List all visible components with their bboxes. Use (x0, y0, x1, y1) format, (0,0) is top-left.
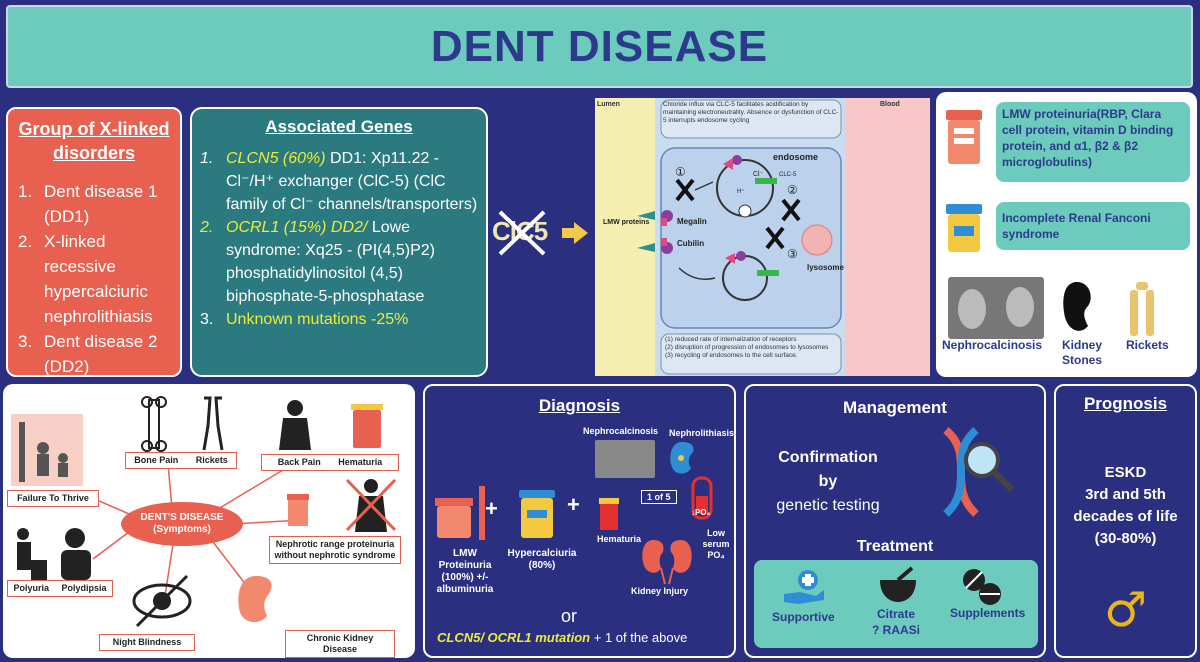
legs-icon (202, 396, 224, 451)
lmw-note: LMW proteinuria(RBP, Clara cell protein,… (996, 102, 1190, 182)
genes-panel: Associated Genes 1. CLCN5 (60%) DD1: Xp1… (190, 107, 488, 377)
edema-crossed-icon (345, 478, 397, 532)
one-of-5-box: 1 of 5 (641, 490, 677, 504)
xray-image (948, 277, 1044, 339)
genes-header: Associated Genes (265, 117, 413, 136)
gene-item: 3. Unknown mutations -25% (200, 311, 409, 328)
svg-text:Megalin: Megalin (677, 217, 707, 226)
svg-text:LMW proteins: LMW proteins (603, 219, 649, 226)
confirmation-text: Confirmation by genetic testing (776, 449, 880, 514)
plus-sign: + (485, 496, 498, 521)
svg-text:Cl⁻: Cl⁻ (753, 171, 764, 178)
fanconi-note: Incomplete Renal Fanconi syndrome (996, 202, 1190, 250)
center-ellipse: DENT'S DISEASE (Symptoms) (121, 502, 243, 546)
bone-rickets-label: Bone Pain Rickets (125, 452, 237, 469)
treatment-box: Supportive Citrate ? RAASi Supplements (754, 560, 1038, 648)
specimen-cup-icon (519, 490, 555, 538)
growth-chart-icon (11, 414, 83, 486)
gene-item: 2. OCRL1 (15%) DD2/ Lowe syndrome: Xq25 … (200, 219, 435, 305)
cross-icon (498, 210, 546, 256)
hematuria-cup-icon (351, 404, 383, 448)
lmw-label: LMW Proteinuria (100%) +/- albuminuria (436, 548, 494, 595)
kidney-icon (1063, 282, 1091, 331)
failure-label: Failure To Thrive (7, 490, 99, 507)
plus-sign: + (567, 492, 580, 517)
title-bar: DENT DISEASE (6, 5, 1193, 88)
endocytosis-diagram: Lumen Blood LMW proteins Megalin Cubilin… (595, 98, 930, 376)
supplements-label: Supplements (950, 606, 1026, 620)
features-panel: LMW proteinuria(RBP, Clara cell protein,… (936, 92, 1197, 377)
svg-text:Cubilin: Cubilin (677, 239, 704, 248)
nephrocalcinosis-label: Nephrocalcinosis (583, 426, 659, 436)
kidney-injury-label: Kidney Injury (631, 586, 689, 596)
hematuria-cup-icon (599, 498, 619, 530)
svg-text:endosome: endosome (773, 152, 818, 162)
low-serum-label: Low serum PO₄ (702, 528, 730, 560)
supportive-hand-icon (784, 570, 824, 604)
management-panel: Management Confirmation by genetic testi… (744, 384, 1046, 658)
list-item: 3.Dent disease 2 (DD2) (18, 332, 158, 376)
back-hematuria-label: Back Pain Hematuria (261, 454, 399, 471)
nephrolithiasis-label: Nephrolithiasis (669, 428, 735, 438)
hematuria-label: Hematuria (597, 534, 642, 544)
group-header: Group of X-linked disorders (18, 119, 170, 163)
male-symbol-icon: ♂ (1103, 582, 1148, 638)
rickets-label: Rickets (1126, 338, 1169, 352)
kidney-stone-icon (670, 442, 694, 474)
page-title: DENT DISEASE (430, 21, 769, 71)
svg-text:lysosome: lysosome (807, 263, 844, 272)
treatment-header: Treatment (856, 538, 934, 555)
group-panel: Group of X-linked disorders 1.Dent disea… (6, 107, 182, 377)
gene-item: 1. CLCN5 (60%) DD1: Xp11.22 - Cl⁻/H⁺ exc… (200, 150, 478, 213)
management-header: Management (843, 398, 947, 417)
svg-text:H⁺: H⁺ (737, 188, 745, 195)
kidney-icon (238, 576, 272, 623)
polyuria-polydipsia-icon (17, 528, 91, 580)
svg-text:③: ③ (787, 247, 798, 261)
night-blindness-label: Night Blindness (99, 634, 195, 651)
urine-cup-icon (946, 110, 982, 164)
svg-text:CLC-5: CLC-5 (779, 172, 797, 178)
nephrotic-label: Nephrotic range proteinuria without neph… (269, 536, 401, 564)
kidney-stones-label: Kidney Stones (1062, 338, 1103, 367)
kidney-injury-icon (642, 540, 692, 585)
pills-icon (963, 569, 1001, 605)
arrow-right-icon (562, 222, 588, 244)
proteinuria-cup-icon (435, 486, 485, 540)
po4-label: ↓PO₄ (691, 508, 711, 517)
eye-crossed-icon (132, 574, 192, 628)
polyuria-label: Polyuria Polydipsia (7, 580, 113, 597)
test-tube-icon (691, 476, 713, 520)
proteinuria-cup-icon (287, 494, 309, 526)
bone-icon (1130, 282, 1154, 336)
group-list: 1.Dent disease 1 (DD1) 2.X-linked recess… (14, 179, 174, 379)
dna-magnifier-icon (943, 426, 1015, 517)
ckd-label: Chronic Kidney Disease (285, 630, 395, 658)
diagnosis-header: Diagnosis (538, 396, 621, 415)
svg-text:Lumen: Lumen (597, 101, 620, 108)
symptoms-panel: DENT'S DISEASE (Symptoms) (3, 384, 415, 658)
mortar-pestle-icon (880, 566, 916, 602)
mutation-line: CLCN5/ OCRL1 mutation + 1 of the above (437, 630, 688, 645)
prognosis-header: Prognosis (1083, 394, 1168, 413)
or-label: or (561, 606, 578, 626)
back-pain-icon (279, 400, 311, 450)
nephrocalcinosis-label: Nephrocalcinosis (942, 338, 1043, 352)
prognosis-text: ESKD 3rd and 5th decades of life (30-80%… (1073, 464, 1178, 547)
cell-diagram: Lumen Blood LMW proteins Megalin Cubilin… (595, 98, 930, 376)
hypercalciuria-label: Hypercalciuria (80%) (507, 548, 577, 571)
prognosis-panel: Prognosis ESKD 3rd and 5th decades of li… (1054, 384, 1197, 658)
citrate-label: Citrate ? RAASi (872, 607, 920, 637)
list-item: 2.X-linked recessive hypercalciuric neph… (18, 232, 153, 326)
bone-icon (141, 396, 167, 452)
supportive-label: Supportive (772, 610, 835, 624)
svg-text:①: ① (675, 165, 686, 179)
svg-text:②: ② (787, 183, 798, 197)
svg-text:Blood: Blood (880, 101, 900, 108)
list-item: 1.Dent disease 1 (DD1) (18, 182, 158, 226)
xray-image (595, 440, 655, 478)
diagnosis-panel: Diagnosis Nephrocalcinosis Nephrolithias… (423, 384, 736, 658)
specimen-cup-icon (946, 204, 982, 252)
clc5-crossed: ClC5 (492, 208, 562, 258)
